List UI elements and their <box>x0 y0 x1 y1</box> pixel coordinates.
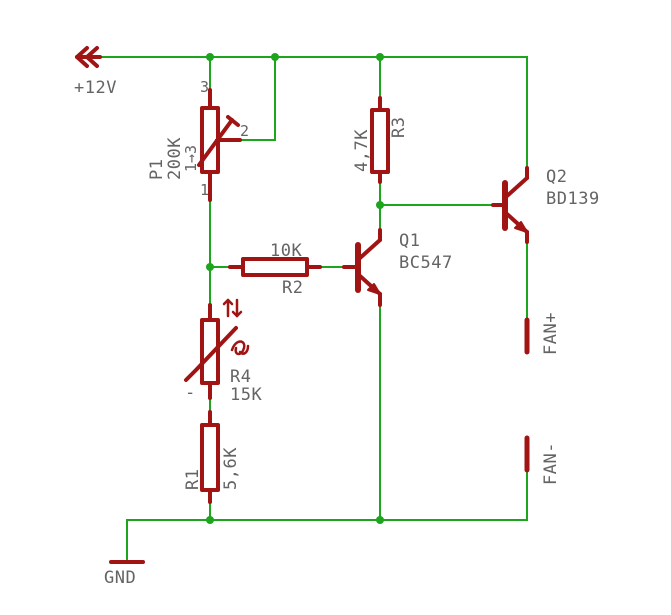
thermistor-r4 <box>184 298 250 400</box>
transistor-q2 <box>491 166 529 244</box>
p1-pin3-label: 3 <box>200 78 209 96</box>
resistor-r3 <box>370 96 390 184</box>
vcc-label: +12V <box>74 78 117 98</box>
r4-minus: - <box>185 383 196 403</box>
junctions <box>206 53 384 524</box>
junction-dot <box>206 516 214 524</box>
transistor-q1 <box>342 228 382 307</box>
resistor-r2 <box>228 257 322 277</box>
p1-pin2-label: 2 <box>240 122 249 140</box>
fan-minus-label: FAN- <box>541 442 561 485</box>
r3-value: 4,7K <box>352 129 372 172</box>
vcc-symbol <box>75 46 102 68</box>
junction-dot <box>376 53 384 61</box>
junction-dot <box>376 201 384 209</box>
q1-value: BC547 <box>399 253 453 273</box>
parts <box>75 46 530 564</box>
wires <box>89 56 528 561</box>
p1-name: P1 <box>147 159 167 180</box>
p1-pin-marker: 1→3 <box>182 145 200 172</box>
resistor-r1 <box>200 410 220 504</box>
junction-dot <box>376 516 384 524</box>
r4-name: R4 <box>230 367 251 387</box>
p1-value: 200K <box>165 137 185 180</box>
gnd-label: GND <box>104 568 136 588</box>
q2-name: Q2 <box>546 167 567 187</box>
p1-pin1-label: 1 <box>200 181 209 199</box>
potentiometer-p1 <box>197 88 242 202</box>
q2-value: BD139 <box>546 189 600 209</box>
q1-name: Q1 <box>399 231 420 251</box>
r2-value: 10K <box>270 241 302 261</box>
r4-value: 15K <box>230 385 262 405</box>
r2-name: R2 <box>282 278 303 298</box>
r1-name: R1 <box>183 469 203 490</box>
fan-plus-label: FAN+ <box>541 312 561 355</box>
labels: +12V GND 3 2 1 P1 200K 1→3 4,7K R3 10K R… <box>74 78 600 588</box>
junction-dot <box>206 263 214 271</box>
junction-dot <box>206 53 214 61</box>
junction-dot <box>271 53 279 61</box>
r3-name: R3 <box>389 117 409 138</box>
r1-value: 5,6K <box>221 447 241 490</box>
